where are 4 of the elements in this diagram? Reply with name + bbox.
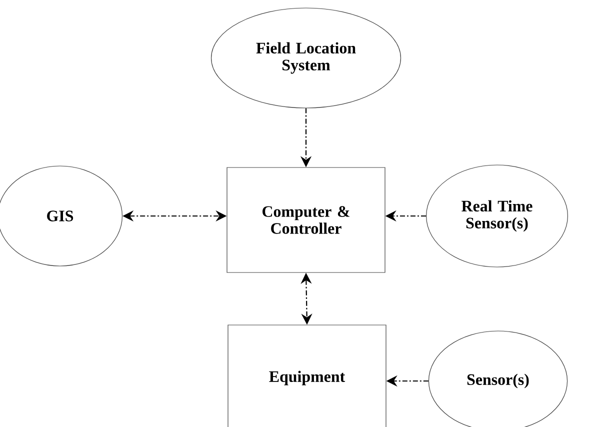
ellipse-node: Field Location System	[210, 8, 402, 108]
process-box: Equipment	[228, 324, 386, 427]
process-box: Computer & Controller	[226, 167, 386, 273]
ellipse-node: Real Time Sensor(s)	[426, 164, 568, 268]
